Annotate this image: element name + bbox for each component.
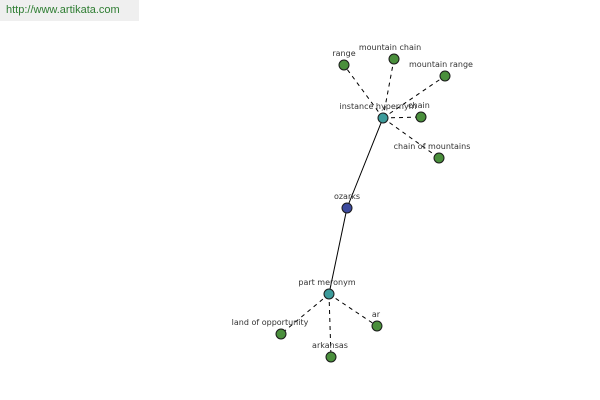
edge-part-meronym-to-ar: [328, 293, 378, 327]
edge-instance-hypernym-to-chain-of-mountains: [382, 117, 440, 159]
node-label-range: range: [332, 49, 355, 58]
site-url-watermark: http://www.artikata.com: [0, 0, 139, 21]
node-arkansas[interactable]: [325, 351, 337, 363]
node-chain[interactable]: [415, 111, 427, 123]
node-label-ar: ar: [372, 310, 381, 319]
edge-instance-hypernym-to-chain: [382, 116, 422, 119]
node-label-chain-of-mountains: chain of mountains: [394, 142, 471, 151]
node-label-ozarks: ozarks: [334, 192, 360, 201]
edge-instance-hypernym-to-mountain-chain: [382, 58, 395, 119]
edge-instance-hypernym-to-range: [343, 64, 384, 119]
node-ar[interactable]: [371, 320, 383, 332]
graph-nodes: [275, 53, 451, 363]
node-label-land-of-opportunity: land of opportunity: [232, 318, 309, 327]
node-mountain-chain[interactable]: [388, 53, 400, 65]
node-range[interactable]: [338, 59, 350, 71]
node-label-instance-hypernym: instance hypernym: [340, 102, 417, 111]
node-chain-of-mountains[interactable]: [433, 152, 445, 164]
node-label-mountain-chain: mountain chain: [359, 43, 421, 52]
node-mountain-range[interactable]: [439, 70, 451, 82]
graph-edges: [280, 58, 446, 358]
edge-ozarks-to-part-meronym: [328, 207, 348, 295]
node-label-chain: chain: [408, 101, 430, 110]
node-label-arkansas: arkansas: [312, 341, 348, 350]
edge-part-meronym-to-land-of-opportunity: [280, 293, 330, 335]
edge-ozarks-to-instance-hypernym: [346, 117, 384, 209]
edge-instance-hypernym-to-mountain-range: [382, 75, 446, 119]
node-ozarks[interactable]: [341, 202, 353, 214]
graph-labels: ozarks instance hypernym part meronym range…: [232, 43, 473, 350]
edge-part-meronym-to-arkansas: [328, 293, 332, 358]
node-part-meronym[interactable]: [323, 288, 335, 300]
node-label-part-meronym: part meronym: [298, 278, 355, 287]
node-land-of-opportunity[interactable]: [275, 328, 287, 340]
node-instance-hypernym[interactable]: [377, 112, 389, 124]
node-label-mountain-range: mountain range: [409, 60, 473, 69]
